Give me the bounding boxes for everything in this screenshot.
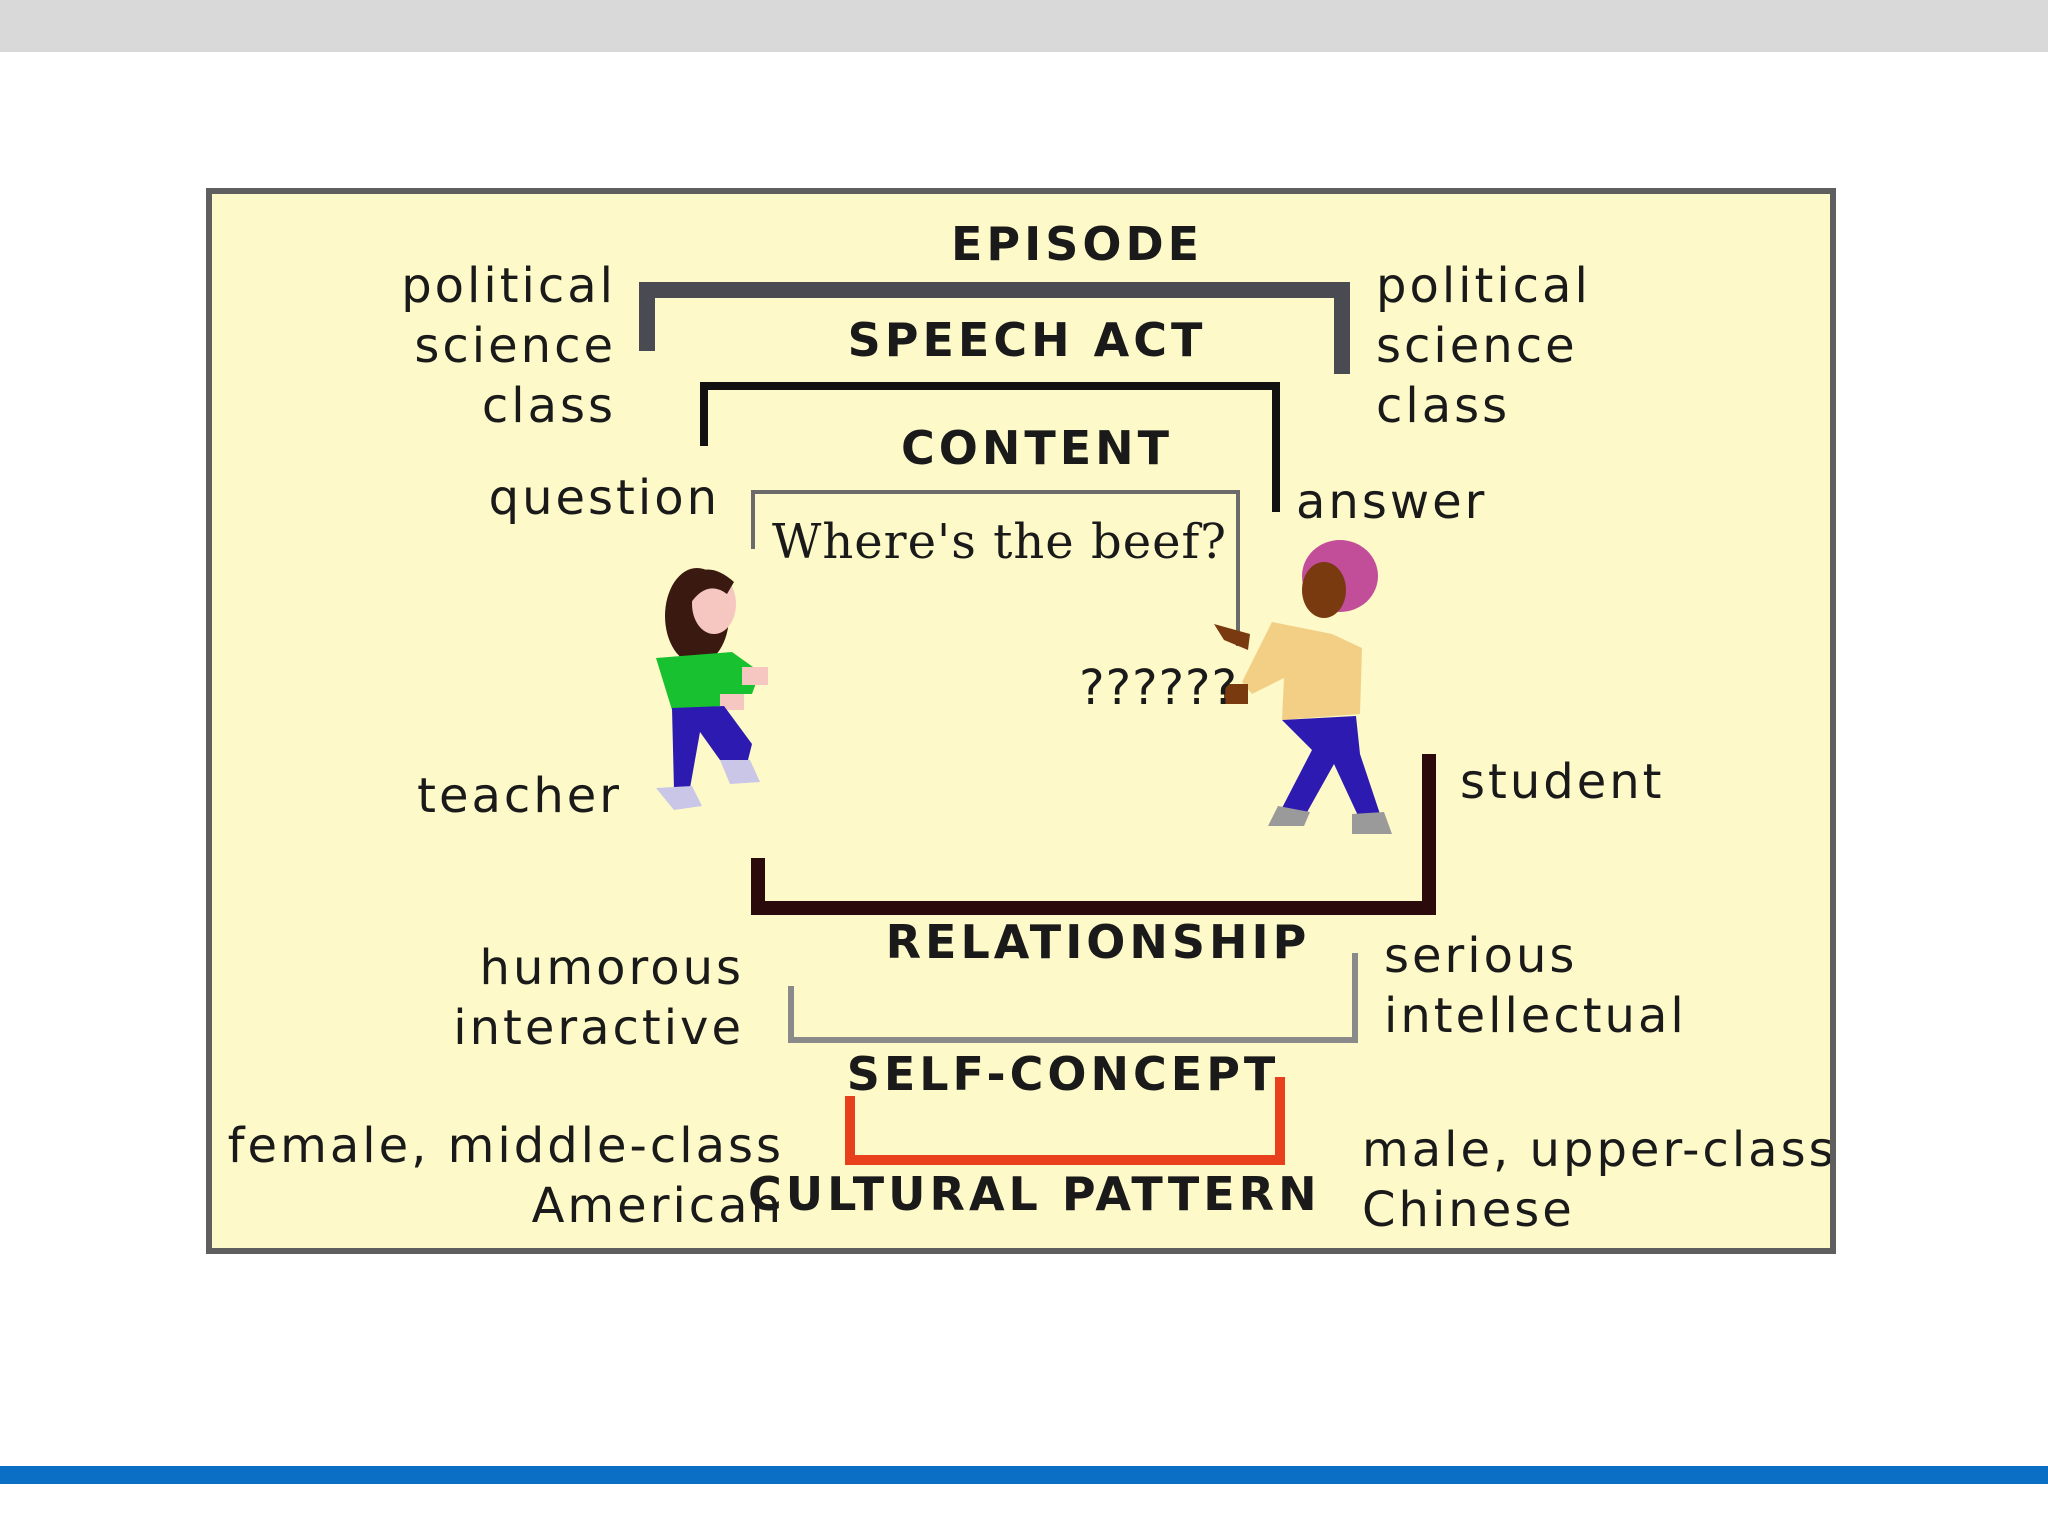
self-concept-label: SELF-CONCEPT: [846, 1047, 1280, 1101]
left-episode-line2: science: [414, 318, 616, 374]
cultural-pattern-label: CULTURAL PATTERN: [748, 1167, 1321, 1221]
right-episode-line3: class: [1376, 378, 1511, 434]
right-role: student: [1460, 754, 1665, 810]
diagram-panel: EPISODE SPEECH ACT CONTENT RELATIONSHIP …: [206, 188, 1836, 1254]
student-figure: [1214, 540, 1392, 834]
diagram-graphics: [639, 282, 1436, 1165]
self-concept-bracket: [788, 953, 1358, 1043]
left-culture-line1: female, middle-class: [227, 1118, 784, 1174]
left-episode-line1: political: [401, 258, 616, 314]
right-self-line2: intellectual: [1384, 988, 1687, 1044]
left-episode-line3: class: [481, 378, 616, 434]
episode-bracket: [639, 282, 1350, 374]
content-label: CONTENT: [900, 421, 1174, 475]
right-self-line1: serious: [1384, 928, 1578, 984]
right-culture-line2: Chinese: [1362, 1182, 1575, 1238]
right-episode-line2: science: [1376, 318, 1578, 374]
teacher-utterance: Where's the beef?: [772, 514, 1227, 570]
left-self-line2: interactive: [453, 1000, 744, 1056]
content-bracket: [751, 490, 1240, 646]
cultural-pattern-bracket: [845, 1077, 1285, 1165]
left-role: teacher: [417, 768, 622, 824]
episode-label: EPISODE: [950, 217, 1204, 271]
left-speech-act: question: [488, 470, 720, 526]
top-bar: [0, 0, 2048, 52]
speech-act-label: SPEECH ACT: [847, 313, 1207, 367]
right-culture-line1: male, upper-class: [1362, 1122, 1836, 1178]
teacher-figure: [656, 568, 768, 810]
student-reply: ??????: [1079, 660, 1238, 716]
left-self-line1: humorous: [479, 940, 744, 996]
right-episode-line1: political: [1376, 258, 1591, 314]
relationship-bracket: [751, 754, 1436, 915]
relationship-label: RELATIONSHIP: [885, 915, 1311, 969]
speech-act-bracket: [700, 382, 1280, 512]
bottom-accent-rule: [0, 1466, 2048, 1484]
right-speech-act: answer: [1296, 474, 1488, 530]
left-culture-line2: American: [531, 1178, 784, 1234]
